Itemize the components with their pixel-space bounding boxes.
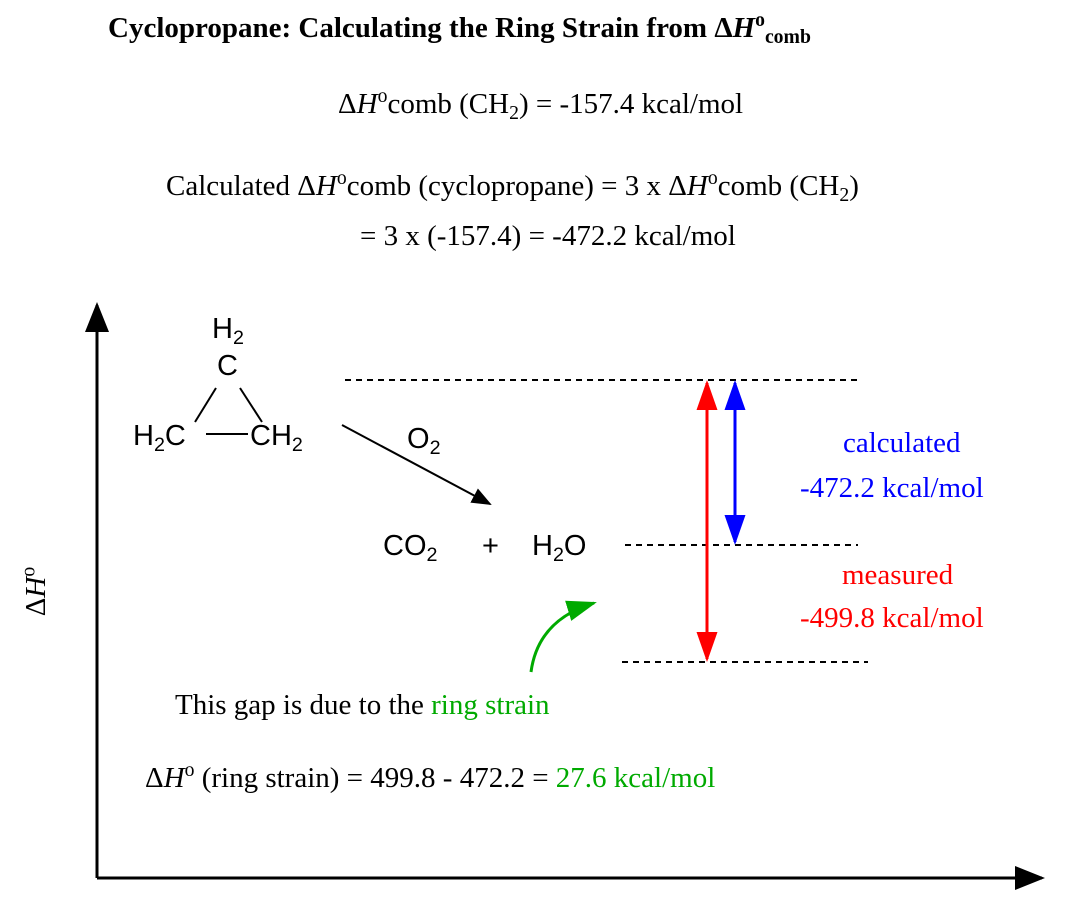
atom-top-h2: H2	[212, 313, 244, 349]
ch2-combustion-equation: ΔHocomb (CH2) = -157.4 kcal/mol	[338, 85, 744, 124]
calculated-equation: Calculated ΔHocomb (cyclopropane) = 3 x …	[166, 167, 859, 206]
atom-right-ch2: CH2	[250, 420, 303, 456]
reagent-o2: O2	[407, 423, 441, 459]
measured-label: measured	[842, 559, 954, 591]
page-title: Cyclopropane: Calculating the Ring Strai…	[108, 9, 811, 48]
calculated-result: = 3 x (-157.4) = -472.2 kcal/mol	[360, 220, 736, 252]
ring-strain-highlight: ring strain	[431, 689, 550, 721]
y-axis-label: ΔHo	[17, 566, 53, 617]
calculated-label: calculated	[843, 427, 961, 459]
product-co2: CO2	[383, 530, 438, 566]
calculated-value: -472.2 kcal/mol	[800, 472, 984, 504]
measured-value: -499.8 kcal/mol	[800, 602, 984, 634]
reaction-arrow	[341, 424, 492, 505]
gap-note: This gap is due to the ring strain	[175, 689, 550, 721]
atom-left-ch2: H2C	[133, 420, 186, 456]
bond-top-right	[239, 387, 263, 423]
ring-strain-equation: ΔHo (ring strain) = 499.8 - 472.2 = 27.6…	[145, 759, 716, 794]
atom-top-c: C	[217, 350, 238, 382]
ring-strain-arrow	[529, 600, 597, 673]
ring-strain-result: 27.6 kcal/mol	[555, 762, 716, 794]
bond-top-left	[194, 387, 217, 423]
product-h2o: H2O	[532, 530, 587, 566]
product-plus: +	[482, 530, 499, 562]
